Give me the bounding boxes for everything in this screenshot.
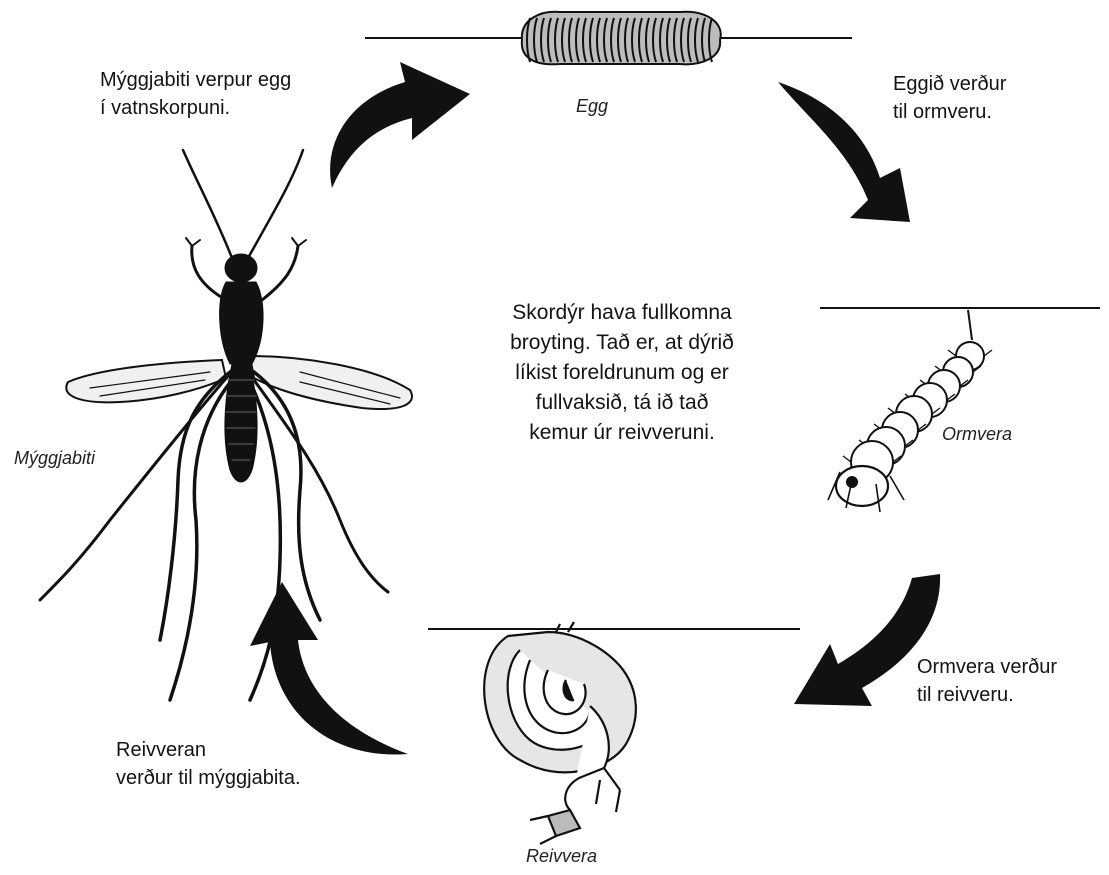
caption-egg-to-larva: Eggið verður til ormveru. <box>893 70 1006 126</box>
stage-label-pupa: Reivvera <box>526 846 597 867</box>
arrow-egg-to-larva <box>778 82 910 222</box>
description-text: Skordýr hava fullkomna broyting. Tað er,… <box>432 298 812 448</box>
stage-label-egg: Egg <box>576 96 608 117</box>
stage-label-adult: Mýggjabiti <box>14 448 95 469</box>
arrow-adult-to-egg <box>330 62 470 188</box>
egg-raft <box>522 12 721 65</box>
caption-larva-to-pupa: Ormvera verður til reivveru. <box>917 653 1057 709</box>
mosquito-drawing <box>40 150 412 700</box>
stage-label-larva: Ormvera <box>942 424 1012 445</box>
caption-adult-to-egg: Mýggjabiti verpur egg í vatnskorpuni. <box>100 66 291 122</box>
larva-drawing <box>828 310 992 512</box>
caption-pupa-to-adult: Reivveran verður til mýggjabita. <box>116 736 301 792</box>
arrow-pupa-to-adult <box>250 582 408 754</box>
pupa-drawing <box>484 622 636 844</box>
